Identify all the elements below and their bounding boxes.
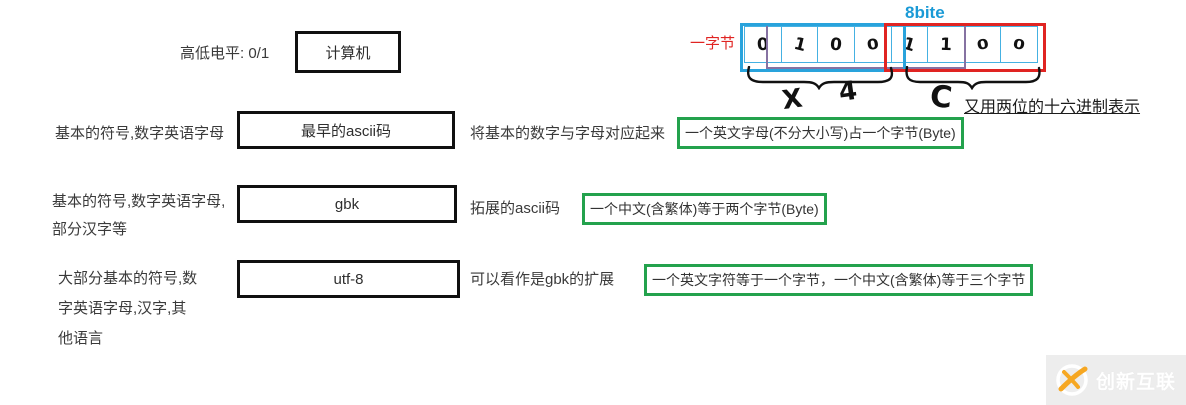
byte-label: 一字节 [690,35,736,52]
gbk-rule-box: 一个中文(含繁体)等于两个字节(Byte) [582,193,827,225]
right-brace-drawing [905,66,1041,90]
gbk-left-label: 基本的符号,数字英语字母, 部分汉字等 [52,193,226,238]
hex-digit-c-label: C [928,78,954,117]
gbk-rule-text: 一个中文(含繁体)等于两个字节(Byte) [590,201,819,217]
utf8-box-label: utf-8 [333,270,364,288]
computer-box: 计算机 [295,31,401,73]
byte-table: 0 1 0 0 1 1 0 0 [744,26,1038,63]
utf8-left-label: 大部分基本的符号,数 字英语字母,汉字,其 他语言 [58,270,198,347]
gbk-box-label: gbk [334,195,360,213]
bit-cell: 0 [818,26,855,63]
computer-box-label: 计算机 [325,44,371,62]
ascii-rule-text: 一个英文字母(不分大小写)占一个字节(Byte) [685,125,956,141]
bit-cell: 0 [854,26,892,63]
ascii-left-label: 基本的符号,数字英语字母 [55,125,225,142]
ascii-box-label: 最早的ascii码 [300,122,391,140]
ascii-box: 最早的ascii码 [237,111,455,149]
bit-cell: 0 [964,26,1002,63]
chuangxin-logo-icon [1056,364,1088,396]
gbk-box: gbk [237,185,457,223]
left-brace-drawing [747,66,894,90]
bit-cell: 0 [1001,26,1038,63]
hex-note: 又用两位的十六进制表示 [964,99,1141,116]
byte-title: 8bite [905,3,945,22]
gbk-middle-label: 拓展的ascii码 [470,200,561,217]
bit-cell: 0 [744,26,782,63]
ascii-middle-label: 将基本的数字与字母对应起来 [470,125,666,142]
watermark: 创新互联 [1046,355,1186,405]
utf8-middle-label: 可以看作是gbk的扩展 [470,271,615,288]
level-label: 高低电平: 0/1 [180,45,270,62]
bit-cell: 1 [928,26,965,63]
utf8-box: utf-8 [237,260,460,298]
bit-cell: 1 [891,26,929,63]
watermark-text: 创新互联 [1096,371,1177,393]
ascii-rule-box: 一个英文字母(不分大小写)占一个字节(Byte) [677,117,964,149]
utf8-rule-box: 一个英文字符等于一个字节，一个中文(含繁体)等于三个字节 [644,264,1034,296]
utf8-rule-text: 一个英文字符等于一个字节，一个中文(含繁体)等于三个字节 [652,272,1026,288]
bit-cell: 1 [781,26,819,63]
